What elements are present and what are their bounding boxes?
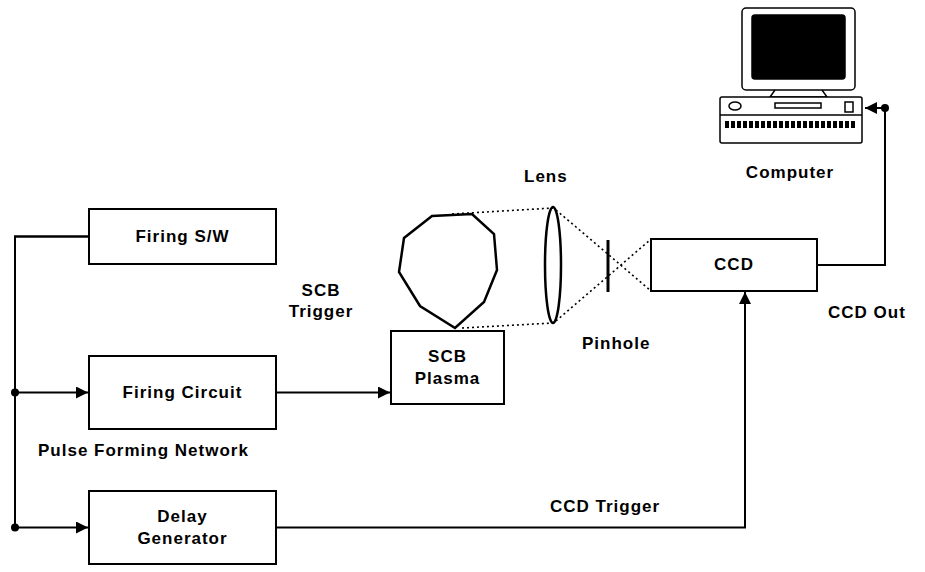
- signal-label: CCD Trigger: [548, 496, 662, 517]
- vent-slot: [767, 121, 771, 128]
- section-label: Pulse Forming Network: [36, 440, 251, 461]
- vent-slot: [851, 121, 855, 128]
- process-box: Firing Circuit: [88, 355, 277, 430]
- process-box: Delay Generator: [88, 490, 277, 565]
- computer-node: Computer: [715, 5, 865, 185]
- plasma-plume: [399, 214, 497, 328]
- light-ray: [452, 208, 553, 214]
- box-label: Delay Generator: [118, 506, 248, 549]
- part-label: Lens: [522, 166, 570, 187]
- light-ray: [556, 240, 650, 321]
- vent-slot: [731, 121, 735, 128]
- signal-line: [15, 237, 88, 393]
- vent-slot: [809, 121, 813, 128]
- power-button: [845, 102, 853, 112]
- junction-dot: [881, 104, 889, 112]
- light-ray: [462, 323, 553, 328]
- light-rays: [452, 208, 650, 328]
- junction-dot: [11, 524, 19, 532]
- monitor-stand: [770, 90, 827, 97]
- process-box: SCB Plasma: [390, 330, 505, 405]
- box-label: SCB Plasma: [405, 346, 490, 389]
- vent-slot: [749, 121, 753, 128]
- box-label: Firing S/W: [135, 226, 229, 247]
- signal-line: [277, 392, 390, 394]
- signal-line: [277, 292, 745, 528]
- box-label: CCD: [714, 254, 754, 275]
- vent-slot: [761, 121, 765, 128]
- vent-slot: [725, 121, 729, 128]
- box-label: Firing Circuit: [123, 382, 243, 403]
- monitor-case: [742, 8, 855, 90]
- vent-slot: [815, 121, 819, 128]
- vent-slot: [821, 121, 825, 128]
- vent-slot: [773, 121, 777, 128]
- vent-slot: [743, 121, 747, 128]
- junction-dot: [11, 389, 19, 397]
- vent-slot: [755, 121, 759, 128]
- vent-slot: [803, 121, 807, 128]
- computer-icon: [715, 5, 865, 150]
- vent-slot: [737, 121, 741, 128]
- vent-slot: [791, 121, 795, 128]
- drive-bay: [775, 103, 821, 108]
- signal-line: [15, 237, 88, 528]
- vent-slot: [785, 121, 789, 128]
- system-unit: [720, 97, 862, 143]
- signal-label: SCB Trigger: [283, 280, 359, 323]
- box-label: Computer: [746, 162, 834, 183]
- vent-slot: [839, 121, 843, 128]
- pinhole-plate: [607, 240, 610, 292]
- part-label: Pinhole: [580, 333, 652, 354]
- process-box: Firing S/W: [88, 208, 277, 265]
- vent-slot: [797, 121, 801, 128]
- light-ray: [556, 210, 650, 290]
- unit-seam: [720, 114, 862, 116]
- drive-slot: [729, 102, 741, 110]
- process-box: CCD: [650, 238, 818, 292]
- monitor-screen: [752, 15, 845, 79]
- vent-slot: [779, 121, 783, 128]
- vent-slot: [827, 121, 831, 128]
- vent-slot: [833, 121, 837, 128]
- signal-label: CCD Out: [826, 302, 908, 323]
- vent-slot: [845, 121, 849, 128]
- lens-symbol: [545, 207, 561, 323]
